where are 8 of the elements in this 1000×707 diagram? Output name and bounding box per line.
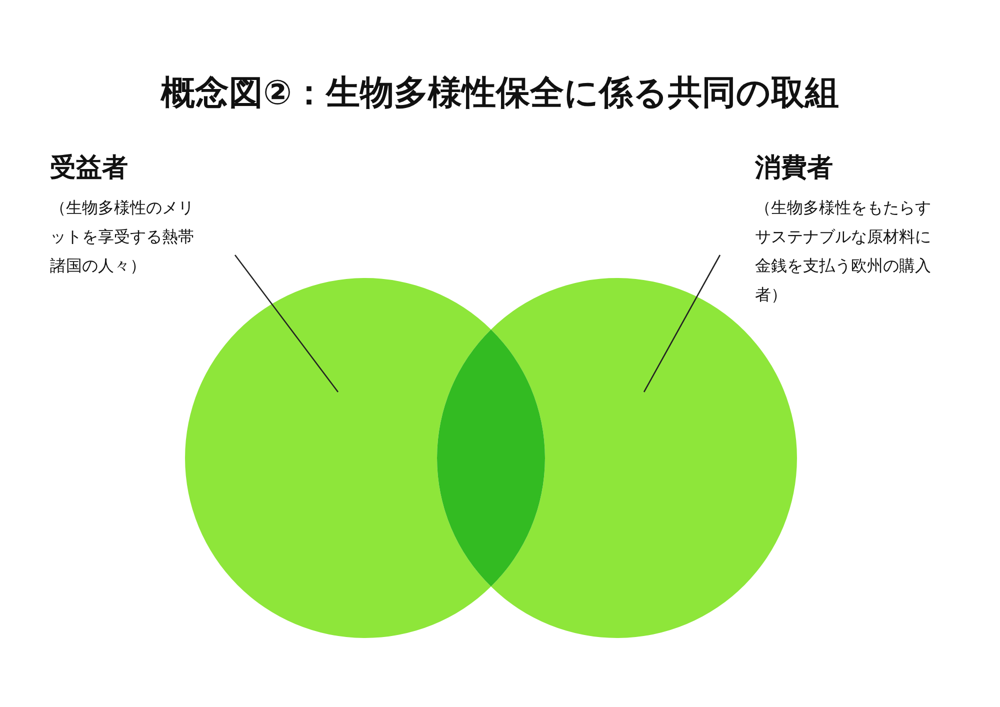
leader-line [234,254,339,392]
diagram-title: 概念図②：生物多様性保全に係る共同の取組 [159,72,840,115]
leader-line [643,254,721,392]
overlap-region [437,329,545,587]
description-text: （生物多様性のメリットを享受する熱帯諸国の人々） [50,197,195,277]
description-text: （生物多様性をもたらすサステナブルな原材料に金銭を支払う欧州の購入者） [755,197,932,306]
group-heading: 消費者 [755,152,833,185]
group-heading: 受益者 [50,152,128,185]
